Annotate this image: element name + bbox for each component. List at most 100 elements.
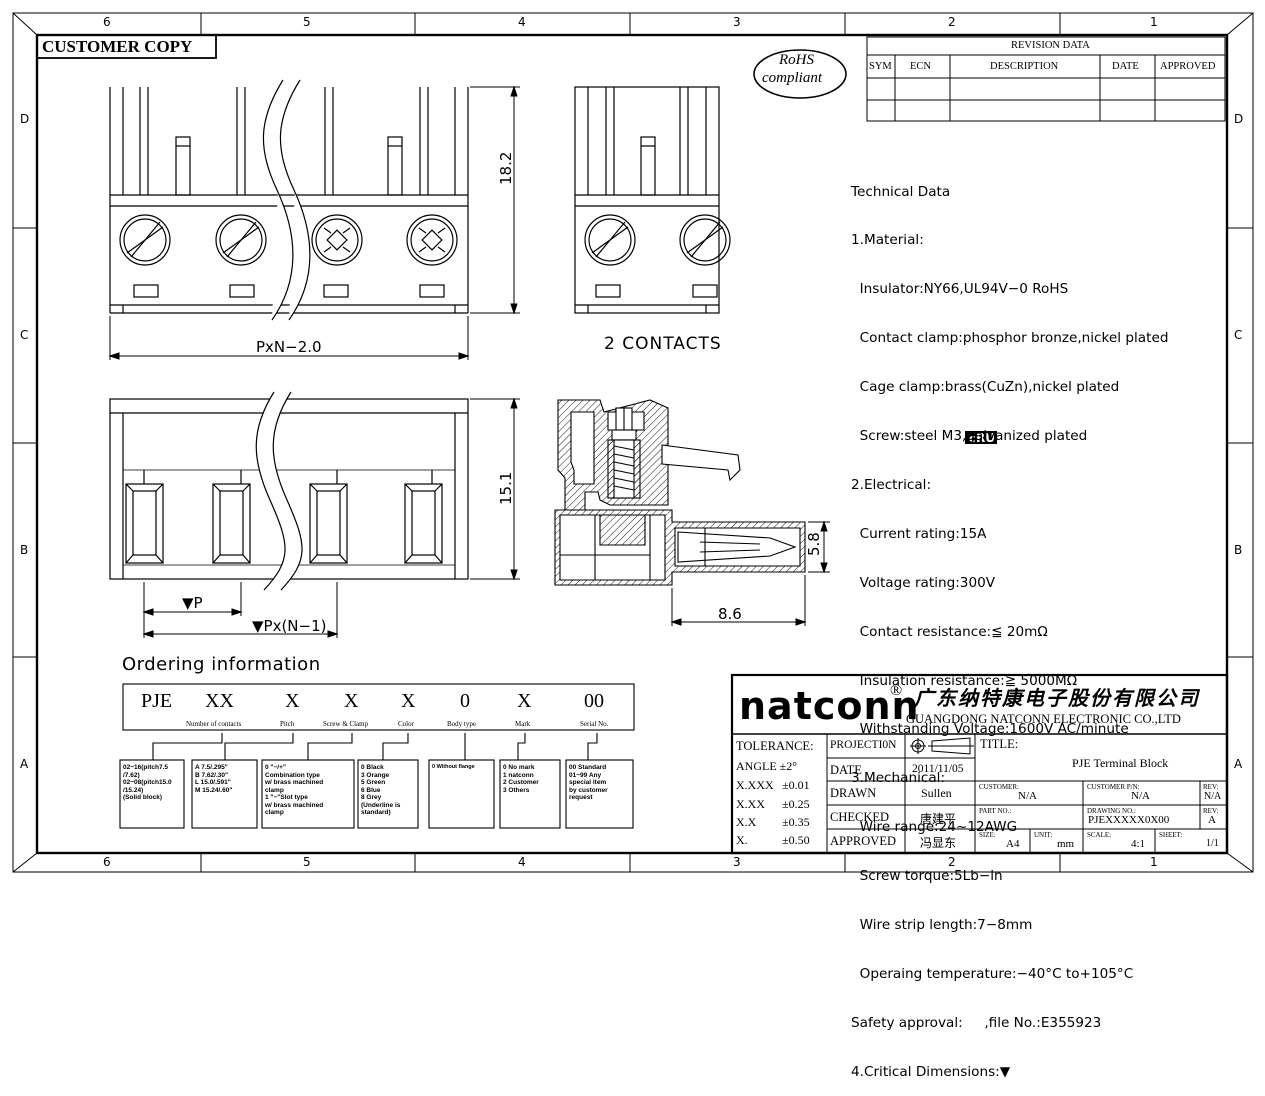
sheet-value: 1/1: [1206, 838, 1219, 849]
zone-bottom-3: 3: [733, 855, 741, 869]
size-value: A4: [1006, 838, 1020, 850]
dim-height-bottom: 15.1: [497, 471, 515, 505]
dim-pitch-total: ▼Px(N−1): [252, 617, 327, 635]
revision-title: REVISION DATA: [1011, 40, 1090, 51]
rev-label: REV:: [1203, 783, 1219, 791]
rohs-compliant-text: compliant: [762, 70, 822, 86]
tech-line: 4.Critical Dimensions:▼: [851, 1063, 1011, 1080]
tech-line: Wire strip length:7−8mm: [851, 916, 1033, 933]
date-value: 2011/11/05: [912, 763, 964, 775]
tolerance-xxx: X.XX: [736, 797, 765, 811]
customer-pn-value: N/A: [1131, 790, 1150, 802]
revision-col-sym: SYM: [869, 61, 892, 72]
date-label: DATE: [830, 763, 862, 777]
side-section-view: [554, 399, 806, 586]
rohs-text: RoHS: [779, 52, 814, 68]
zone-bottom-4: 4: [518, 855, 526, 869]
tech-line: Current rating:15A: [851, 525, 987, 542]
zone-top-6: 6: [103, 15, 111, 29]
zone-bottom-6: 6: [103, 855, 111, 869]
ordering-diagram: [119, 683, 635, 829]
label-mark: Mark: [515, 720, 531, 728]
tech-line: 3.Mechanical:: [851, 770, 946, 787]
label-serial-no: Serial No.: [580, 720, 609, 728]
code-serial: 00: [584, 690, 604, 712]
option-mark: 0 No mark 1 natconn 2 Customer 3 Others: [503, 764, 539, 794]
tech-line: Screw torque:5Lb−in: [851, 868, 1003, 885]
zone-right-b: B: [1234, 543, 1243, 557]
drawing-no-label: DRAWING NO.:: [1087, 807, 1136, 815]
front-view-2-contacts: [574, 86, 731, 314]
scale-value: 4:1: [1131, 838, 1146, 850]
svg-text:c: c: [969, 432, 976, 445]
dim-side-width: 8.6: [718, 605, 742, 623]
label-body-type: Body type: [447, 720, 476, 728]
two-contacts-label: 2 CONTACTS: [604, 334, 722, 354]
tech-line: Screw:steel M3,galvanized plated: [851, 428, 1088, 445]
label-pitch: Pitch: [280, 720, 295, 728]
customer-pn-label: CUSTOMER P/N:: [1087, 783, 1140, 791]
zone-top-1: 1: [1150, 15, 1158, 29]
dim-front: [108, 85, 520, 360]
tech-line: Insulation resistance:≧ 5000MΩ: [851, 672, 1078, 689]
dim-pitch: ▼P: [182, 594, 203, 612]
tech-line: 1.Material:: [851, 232, 924, 249]
code-contacts: XX: [205, 690, 234, 712]
zone-top-2: 2: [948, 15, 956, 29]
checked-value: 唐建平: [920, 812, 957, 826]
customer-copy-label: CUSTOMER COPY: [42, 37, 193, 56]
sheet-label: SHEET:: [1159, 831, 1183, 839]
dim-side: [670, 520, 830, 626]
dim-width-front: PxN−2.0: [256, 338, 322, 356]
title-block: [730, 673, 1229, 855]
tech-line: Withstanding Voltage:1600V AC/minute: [851, 721, 1129, 738]
bottom-view: [109, 398, 469, 580]
option-body-type: 0 Without flange: [432, 764, 475, 770]
dim-side-height: 5.8: [805, 532, 823, 556]
code-body-type: 0: [460, 690, 470, 712]
tolerance-xxxx-value: ±0.01: [782, 778, 810, 792]
rohs-badge: [753, 49, 847, 99]
break-line-bottom: [255, 391, 303, 591]
code-series: PJE: [141, 690, 173, 712]
option-screw-clamp: 0 "−/+" Combination type w/ brass machin…: [265, 764, 324, 816]
tech-line: Safety approval: ,file No.:E355923: [851, 1014, 1102, 1031]
label-number-of-contacts: Number of contacts: [186, 720, 242, 728]
zone-bottom-1: 1: [1150, 855, 1158, 869]
customer-value: N/A: [1018, 790, 1037, 802]
dim-height-front: 18.2: [497, 151, 515, 185]
title-label: TITLE:: [980, 737, 1019, 751]
ul-mark-icon: c RU: [965, 431, 997, 445]
size-label: SIZE:: [979, 831, 996, 839]
tolerance-angle: ANGLE ±2°: [736, 759, 798, 773]
zone-bottom-5: 5: [303, 855, 311, 869]
zone-right-a: A: [1234, 757, 1243, 771]
code-mark: X: [517, 690, 532, 712]
rev-label-2: REV:: [1203, 807, 1219, 815]
unit-value: mm: [1057, 838, 1075, 850]
label-screw-clamp: Screw & Clamp: [323, 720, 369, 728]
tolerance-xx-value: ±0.35: [782, 815, 810, 829]
tolerance-xxx-value: ±0.25: [782, 797, 810, 811]
revision-col-approved: APPROVED: [1160, 61, 1216, 72]
svg-text:RU: RU: [976, 431, 995, 445]
dim-bottom: [142, 397, 520, 638]
zone-top-3: 3: [733, 15, 741, 29]
rev-value-2: A: [1208, 814, 1216, 826]
drawing-canvas: c RU: [12, 12, 1254, 873]
zone-left-a: A: [20, 757, 29, 771]
label-color: Color: [398, 720, 414, 728]
code-color: X: [401, 690, 416, 712]
company-chinese-name: 广东纳特康电子股份有限公司: [914, 686, 1200, 710]
front-view-4-contacts: [109, 87, 469, 314]
unit-label: UNIT:: [1034, 831, 1053, 839]
approved-value: 冯显东: [920, 836, 957, 850]
checked-label: CHECKED: [830, 810, 890, 824]
registered-mark: ®: [890, 682, 903, 699]
tech-line: Voltage rating:300V: [851, 574, 996, 591]
rev-value-1: N/A: [1204, 791, 1222, 802]
tech-line: Contact resistance:≦ 20mΩ: [851, 623, 1048, 640]
scale-label: SCALE:: [1087, 831, 1112, 839]
zone-right-c: C: [1234, 328, 1243, 342]
customer-label: CUSTOMER:: [979, 783, 1019, 791]
